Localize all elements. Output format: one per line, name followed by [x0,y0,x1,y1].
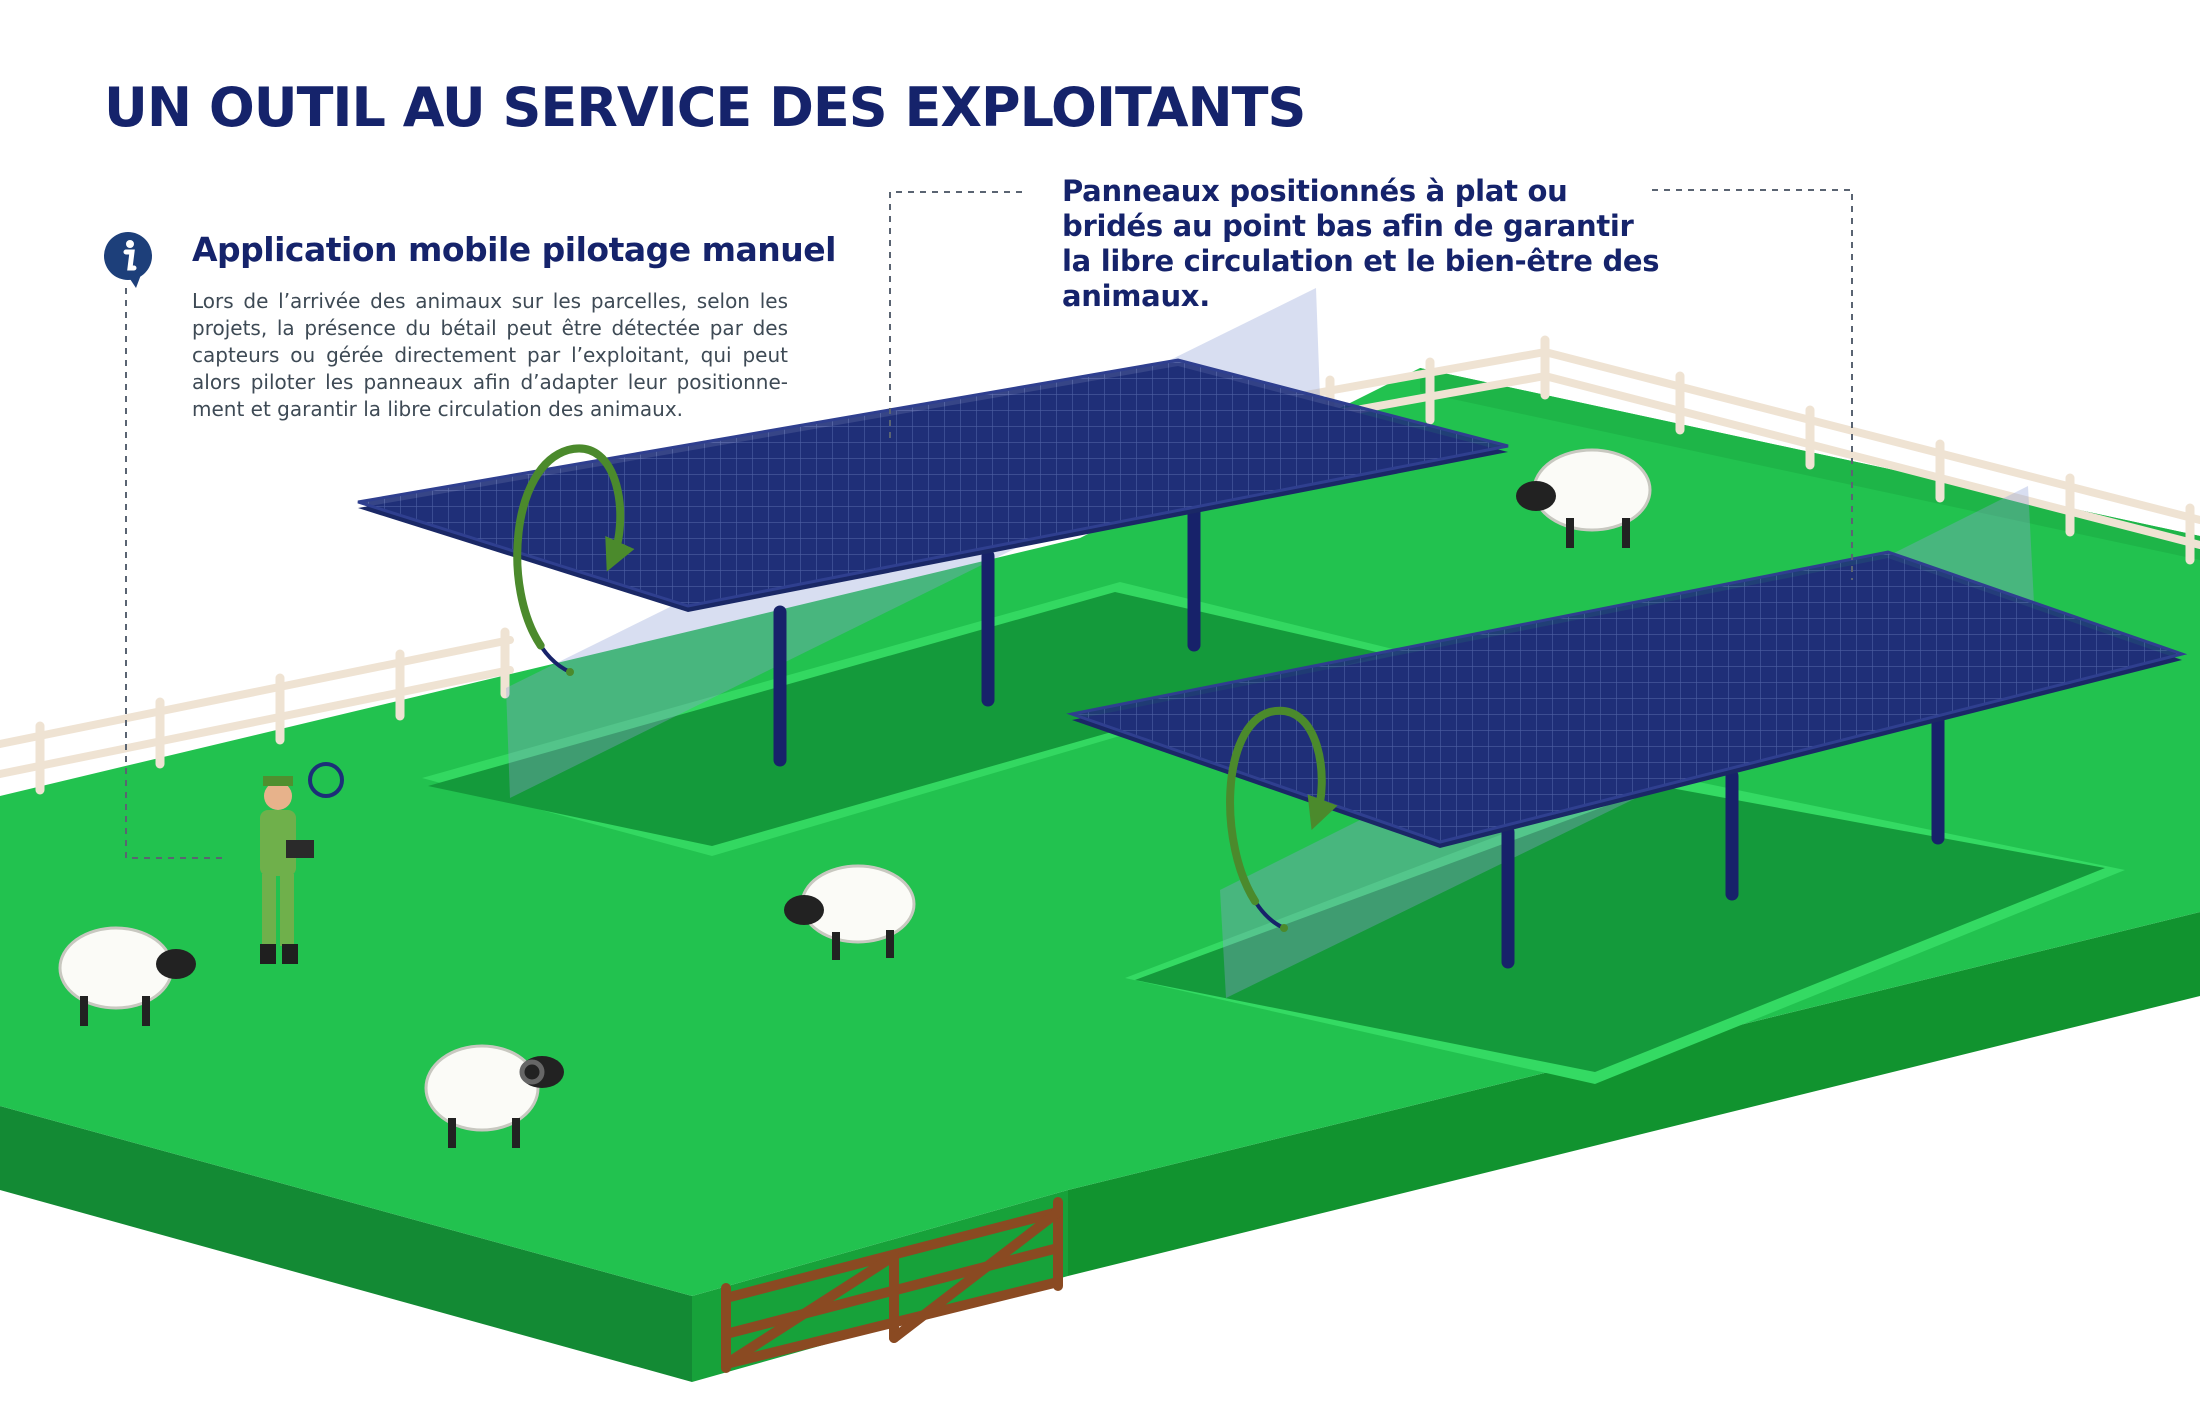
sheep [58,448,1652,1148]
info-body: Lors de l’arrivée des animaux sur les pa… [192,289,788,421]
solar-array-2 [1066,486,2188,998]
info-icon [104,232,152,288]
shade-zones [422,582,2125,1084]
fence [0,335,2200,795]
solar-array-1 [357,288,1509,798]
panel-callout: Panneaux positionnés à plat ou bridés au… [1062,174,1660,313]
farmer [260,762,344,964]
wooden-gate [721,1197,1063,1373]
page-title: UN OUTIL AU SERVICE DES EXPLOITANTS [104,76,1306,139]
info-heading: Application mobile pilotage manuel [192,230,836,269]
leader-lines [125,189,1853,859]
rotation-arrows [513,444,1338,932]
